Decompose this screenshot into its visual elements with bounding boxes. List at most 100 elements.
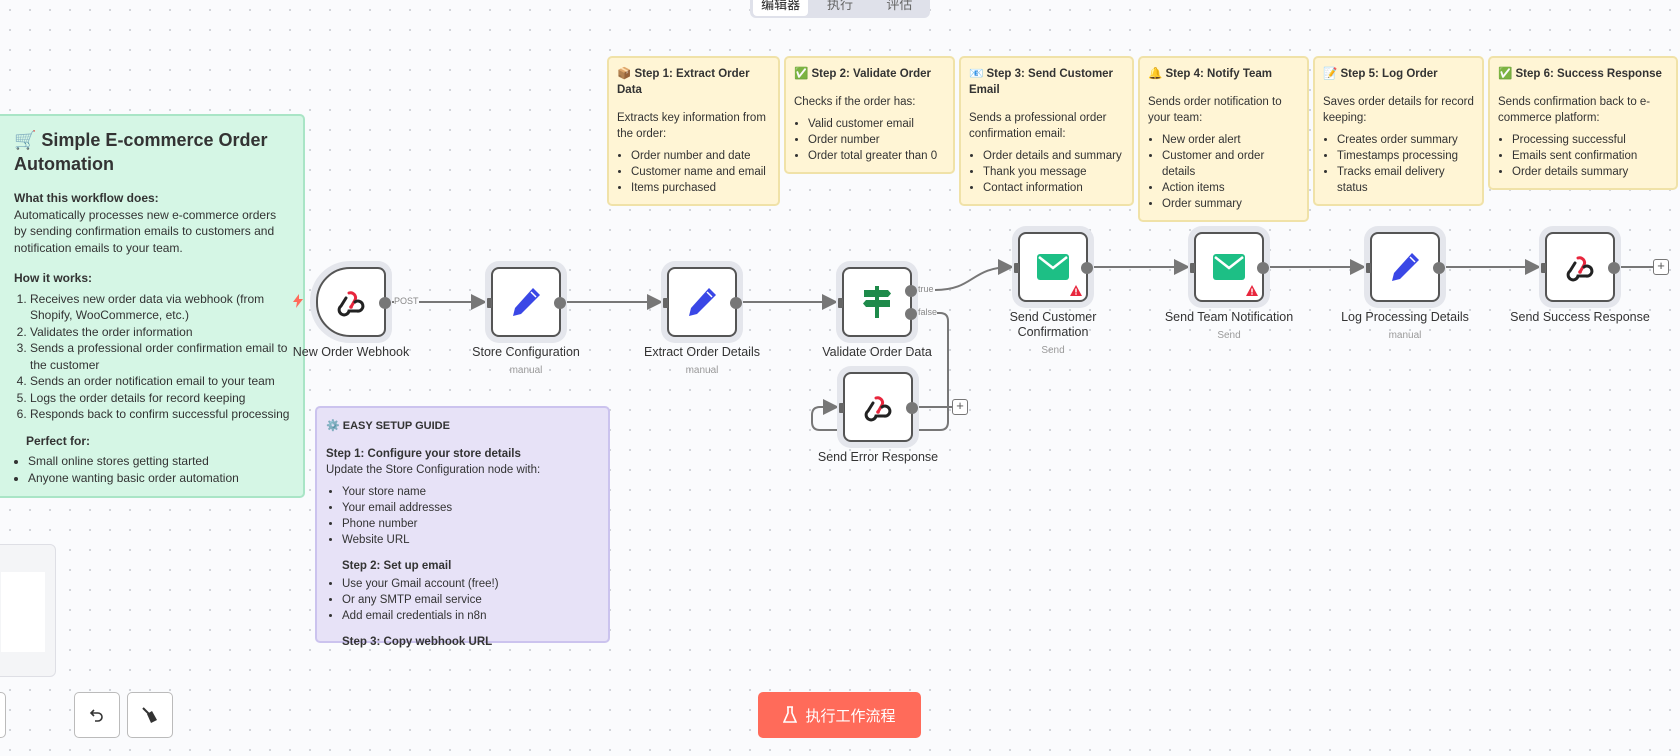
output-handle[interactable] bbox=[906, 402, 918, 414]
note-text: Sends order notification to your team: bbox=[1148, 96, 1282, 124]
node-name: Validate Order Data bbox=[822, 345, 932, 359]
node-send-team-notification[interactable] bbox=[1190, 232, 1269, 302]
note-title: 📦 Step 1: Extract Order Data bbox=[617, 68, 750, 96]
input-handle[interactable] bbox=[1014, 263, 1019, 273]
node-send-success-response[interactable] bbox=[1541, 232, 1620, 302]
node-validate-order-data[interactable] bbox=[838, 267, 917, 337]
tab-evaluations[interactable]: 评估 bbox=[886, 0, 913, 12]
zoom-button[interactable] bbox=[0, 692, 6, 738]
output-handle[interactable] bbox=[905, 285, 917, 297]
node-name: Extract Order Details bbox=[643, 345, 760, 359]
node-log-processing-details[interactable] bbox=[1366, 232, 1445, 302]
trigger-bolt-icon bbox=[293, 294, 303, 308]
step5-note[interactable]: 📝 Step 5: Log Order Saves order details … bbox=[1313, 56, 1484, 206]
note-item: Thank you message bbox=[983, 164, 1124, 180]
note-item: Order number and date bbox=[631, 148, 770, 164]
output-handle[interactable] bbox=[379, 297, 391, 309]
note-item: Customer and order details bbox=[1162, 148, 1299, 180]
note-item: Order number bbox=[808, 132, 945, 148]
tab-editor[interactable]: 编辑器 bbox=[753, 0, 809, 16]
input-handle[interactable] bbox=[487, 298, 492, 308]
node-name: Send Customer Confirmation bbox=[1009, 310, 1097, 339]
node-subtitle: Send bbox=[1041, 345, 1065, 356]
guide-item: Website URL bbox=[342, 532, 599, 548]
output-handle[interactable] bbox=[1257, 262, 1269, 274]
guide-step1-heading: Step 1: Configure your store details bbox=[326, 448, 521, 460]
note-title: 🔔 Step 4: Notify Team bbox=[1148, 68, 1273, 80]
node-label: Send Error Response bbox=[788, 450, 968, 465]
tidy-up-button[interactable] bbox=[127, 692, 173, 738]
note-item: Items purchased bbox=[631, 180, 770, 196]
step2-note[interactable]: ✅ Step 2: Validate Order Checks if the o… bbox=[784, 56, 955, 174]
guide-item: Your email addresses bbox=[342, 500, 599, 516]
what-text: Automatically processes new e-commerce o… bbox=[14, 207, 277, 255]
flask-icon bbox=[783, 706, 798, 723]
setup-guide-note[interactable]: ⚙️ EASY SETUP GUIDE Step 1: Configure yo… bbox=[315, 406, 610, 648]
note-item: Order details summary bbox=[1512, 164, 1668, 180]
guide-item: Or any SMTP email service bbox=[342, 592, 599, 608]
node-store-configuration[interactable] bbox=[487, 267, 566, 337]
step1-note[interactable]: 📦 Step 1: Extract Order Data Extracts ke… bbox=[607, 56, 780, 206]
how-step: Sends an order notification email to you… bbox=[30, 373, 291, 390]
signpost-icon bbox=[861, 285, 893, 319]
edge-label-false: false bbox=[918, 307, 938, 317]
how-step: Validates the order information bbox=[30, 324, 291, 341]
note-text: Checks if the order has: bbox=[794, 96, 916, 108]
output-handle[interactable] bbox=[1081, 262, 1093, 274]
note-item: Emails sent confirmation bbox=[1512, 148, 1668, 164]
node-label: Send Success Response bbox=[1490, 310, 1670, 325]
input-handle[interactable] bbox=[663, 298, 668, 308]
note-title: 📧 Step 3: Send Customer Email bbox=[969, 68, 1114, 96]
perfect-item: Anyone wanting basic order automation bbox=[28, 470, 291, 487]
execute-workflow-button[interactable]: 执行工作流程 bbox=[758, 692, 921, 738]
node-new-order-webhook[interactable] bbox=[316, 267, 391, 337]
add-node-button[interactable]: + bbox=[1653, 259, 1669, 275]
node-subtitle: Send bbox=[1217, 330, 1241, 341]
output-handle[interactable] bbox=[1433, 262, 1445, 274]
pencil-icon bbox=[509, 285, 543, 319]
guide-step3-heading: Step 3: Copy webhook URL bbox=[342, 636, 493, 648]
note-item: Processing successful bbox=[1512, 132, 1668, 148]
undo-button[interactable] bbox=[74, 692, 120, 738]
note-item: Tracks email delivery status bbox=[1337, 164, 1474, 196]
step6-note[interactable]: ✅ Step 6: Success Response Sends confirm… bbox=[1488, 56, 1678, 190]
node-send-error-response[interactable] bbox=[839, 372, 918, 442]
note-text: Extracts key information from the order: bbox=[617, 112, 766, 140]
tab-executions[interactable]: 执行 bbox=[826, 0, 853, 12]
note-text: Sends confirmation back to e-commerce pl… bbox=[1498, 96, 1651, 124]
node-extract-order-details[interactable] bbox=[663, 267, 742, 337]
add-node-button[interactable]: + bbox=[952, 399, 968, 415]
note-title: 🛒 Simple E-commerce Order Automation bbox=[14, 130, 268, 174]
how-step: Responds back to confirm successful proc… bbox=[30, 406, 291, 423]
input-handle[interactable] bbox=[1366, 263, 1371, 273]
step4-note[interactable]: 🔔 Step 4: Notify Team Sends order notifi… bbox=[1138, 56, 1309, 222]
output-handle[interactable] bbox=[730, 297, 742, 309]
input-handle[interactable] bbox=[1541, 263, 1546, 273]
view-tabs: 编辑器 执行 评估 bbox=[750, 0, 930, 18]
node-send-customer-confirmation[interactable] bbox=[1014, 232, 1093, 302]
note-item: Order summary bbox=[1162, 196, 1299, 212]
output-handle[interactable] bbox=[905, 308, 917, 320]
input-handle[interactable] bbox=[839, 403, 844, 413]
node-name: Log Processing Details bbox=[1341, 310, 1469, 324]
warning-icon[interactable] bbox=[1246, 285, 1258, 296]
warning-icon[interactable] bbox=[1070, 285, 1082, 296]
minimap[interactable] bbox=[0, 544, 56, 677]
note-item: Creates order summary bbox=[1337, 132, 1474, 148]
note-text: Sends a professional order confirmation … bbox=[969, 112, 1107, 140]
step3-note[interactable]: 📧 Step 3: Send Customer Email Sends a pr… bbox=[959, 56, 1134, 206]
perfect-item: Small online stores getting started bbox=[28, 453, 291, 470]
how-step: Logs the order details for record keepin… bbox=[30, 390, 291, 407]
webhook-icon bbox=[336, 287, 366, 317]
input-handle[interactable] bbox=[1190, 263, 1195, 273]
node-label: New Order Webhook bbox=[261, 345, 441, 360]
input-handle[interactable] bbox=[838, 298, 843, 308]
note-title: ✅ Step 6: Success Response bbox=[1498, 68, 1662, 80]
output-handle[interactable] bbox=[1608, 262, 1620, 274]
output-handle[interactable] bbox=[554, 297, 566, 309]
note-item: Order details and summary bbox=[983, 148, 1124, 164]
workflow-description-note[interactable]: 🛒 Simple E-commerce Order Automation Wha… bbox=[0, 114, 305, 498]
guide-step1-text: Update the Store Configuration node with… bbox=[326, 464, 541, 476]
